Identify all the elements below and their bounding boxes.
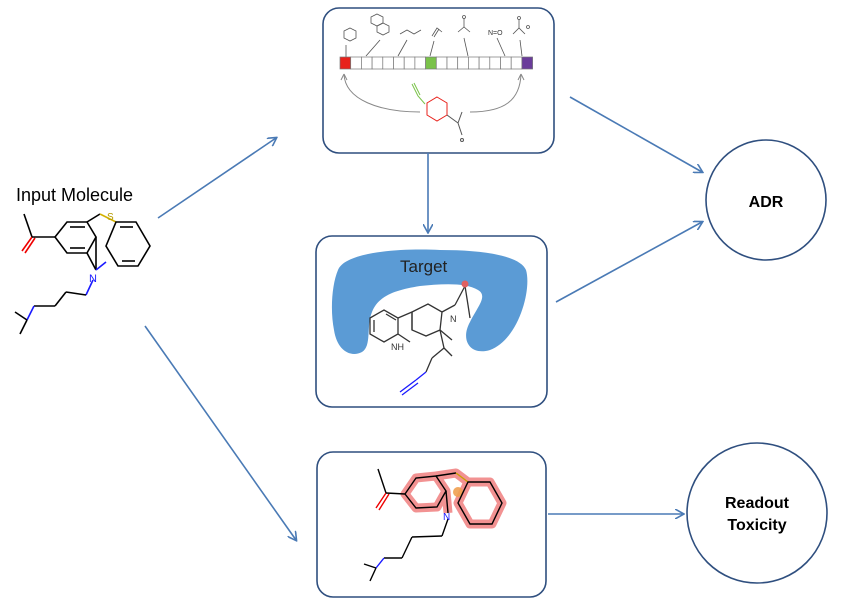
- benzene-fragment-icon: [343, 27, 357, 42]
- input-molecule-label: Input Molecule: [16, 185, 133, 205]
- fingerprint-bit: [521, 56, 533, 70]
- fingerprint-example-molecule: [340, 73, 525, 142]
- amine-atom-label: NH: [391, 342, 404, 352]
- toxicity-label: Toxicity: [727, 517, 786, 534]
- fingerprint-bit: [468, 56, 480, 70]
- arrow-fingerprint-to-adr: [569, 96, 702, 172]
- fingerprint-box: [322, 7, 555, 154]
- fingerprint-bit: [478, 56, 491, 70]
- fingerprint-bit: [382, 56, 394, 70]
- target-label: Target: [400, 257, 448, 276]
- target-protein-blob: [331, 249, 528, 354]
- highlighted-nitrogen-label: N: [443, 512, 450, 523]
- adr-label: ADR: [749, 194, 784, 211]
- nitrogen-atom-label: N: [89, 273, 97, 285]
- fingerprint-bit: [414, 56, 426, 70]
- arrow-input-to-fingerprint: [157, 138, 276, 219]
- alkane-fragment-icon: [399, 29, 422, 35]
- fingerprint-bit: [361, 56, 373, 70]
- arrow-target-to-adr: [555, 222, 702, 303]
- sulfur-atom-label: S: [107, 212, 114, 223]
- fingerprint-bit: [393, 56, 405, 70]
- fingerprint-bit: [457, 56, 469, 70]
- fingerprint-bit: [339, 56, 352, 70]
- fingerprint-bit: [500, 56, 512, 70]
- fingerprint-bit: [446, 56, 459, 70]
- binding-site-marker: [461, 280, 469, 288]
- fingerprint-bit: [435, 56, 448, 70]
- fingerprint-bit: [350, 56, 362, 70]
- adr-output-node: [705, 139, 827, 261]
- fingerprint-bit: [371, 56, 384, 70]
- input-molecule-structure: [14, 213, 151, 335]
- fingerprint-bit: [489, 56, 501, 70]
- highlighted-molecule-structure: [363, 468, 507, 582]
- fingerprint-bit: [510, 56, 523, 70]
- target-ligand-structure: [369, 285, 471, 396]
- ring-nitrogen-label: N: [450, 314, 457, 324]
- fingerprint-bit: [403, 56, 416, 70]
- toxicity-output-node: [686, 442, 828, 584]
- readout-label: Readout: [725, 495, 790, 512]
- fingerprint-bit-vector: [339, 56, 533, 70]
- nitroso-fragment-label: N=O: [488, 30, 503, 37]
- alkene-fragment-icon: [431, 27, 443, 37]
- arrow-input-to-attribution: [144, 325, 296, 540]
- fingerprint-fragments: [343, 13, 530, 57]
- fingerprint-bit: [425, 56, 437, 70]
